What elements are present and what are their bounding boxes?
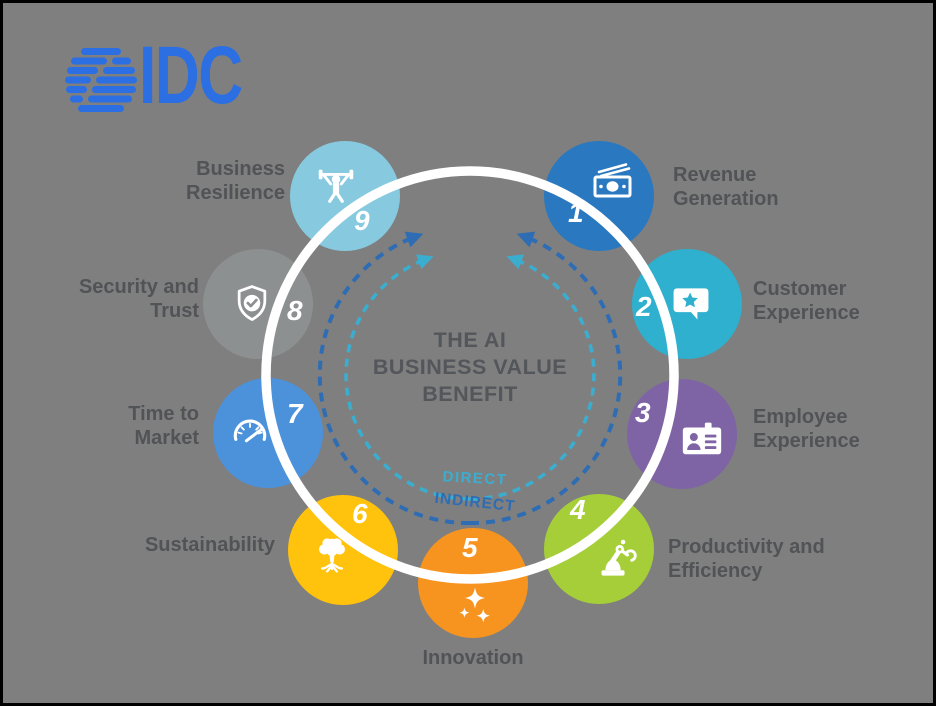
node-revenue-generation: 1 [544, 141, 654, 251]
node-number-8: 8 [287, 295, 303, 326]
sparkles-icon [459, 587, 490, 623]
label-line: Market [134, 427, 199, 449]
shield-check-icon [237, 285, 267, 321]
label-sustainability: Sustainability [115, 533, 275, 557]
node-circle-3: 3 [627, 379, 737, 489]
node-number-9: 9 [354, 205, 370, 236]
node-number-3: 3 [635, 397, 651, 428]
label-revenue-generation: Revenue Generation [673, 163, 853, 211]
idc-globe-icon [65, 48, 137, 112]
node-innovation: 5 [418, 528, 528, 638]
tree-icon [319, 538, 345, 573]
node-time-to-market: 7 [213, 378, 323, 488]
node-business-resilience: 9 [290, 141, 400, 251]
direct-label: DIRECT [442, 468, 508, 489]
node-number-4: 4 [570, 494, 586, 525]
node-productivity-efficiency: 4 [544, 494, 654, 604]
node-circle-5: 5 [418, 528, 528, 638]
label-line: Innovation [422, 647, 524, 669]
node-circle-2: 2 [632, 249, 742, 359]
money-icon [593, 163, 632, 198]
label-employee-experience: Employee Experience [753, 405, 933, 453]
node-circle-9: 9 [290, 141, 400, 251]
label-line: Generation [673, 188, 779, 210]
label-time-to-market: Time to Market [79, 402, 199, 450]
node-number-5: 5 [462, 532, 478, 563]
weightlifter-icon [318, 169, 354, 203]
center-title-line: BENEFIT [422, 382, 518, 406]
label-productivity-efficiency: Productivity and Efficiency [668, 535, 868, 583]
node-employee-experience: 3 [627, 379, 737, 489]
node-number-6: 6 [352, 498, 368, 529]
indirect-label: INDIRECT [433, 489, 517, 516]
label-innovation: Innovation [373, 646, 573, 670]
label-security-trust: Security and Trust [49, 275, 199, 323]
node-circle-6: 6 [288, 495, 398, 605]
node-circle-7: 7 [213, 378, 323, 488]
label-business-resilience: Business Resilience [115, 157, 285, 205]
label-line: Business [196, 158, 285, 180]
node-security-trust: 8 [203, 249, 313, 359]
label-line: Customer [753, 278, 847, 300]
label-line: Employee [753, 406, 848, 428]
id-badge-icon [682, 422, 722, 455]
label-line: Experience [753, 302, 860, 324]
label-line: Security and [78, 276, 199, 298]
idc-logo: IDC [65, 35, 325, 123]
node-circle-1: 1 [544, 141, 654, 251]
label-line: Time to [128, 403, 199, 425]
node-customer-experience: 2 [632, 249, 742, 359]
center-title-line: BUSINESS VALUE [372, 355, 568, 379]
center-title: THE AI BUSINESS VALUE BENEFIT [340, 327, 600, 408]
label-line: Productivity and [668, 536, 825, 558]
node-number-2: 2 [636, 291, 652, 322]
node-number-1: 1 [568, 197, 584, 228]
robot-arm-icon [601, 539, 637, 576]
label-line: Experience [753, 430, 860, 452]
node-number-7: 7 [287, 398, 303, 429]
chat-star-icon [673, 288, 709, 320]
node-sustainability: 6 [288, 495, 398, 605]
speedometer-icon [233, 419, 267, 443]
label-line: Resilience [186, 182, 285, 204]
center-title-line: THE AI [433, 328, 507, 352]
label-line: Efficiency [668, 560, 763, 582]
label-line: Revenue [673, 164, 757, 186]
node-circle-8: 8 [203, 249, 313, 359]
node-circle-4: 4 [544, 494, 654, 604]
idc-logo-text: IDC [139, 30, 243, 121]
label-line: Trust [150, 300, 199, 322]
label-line: Sustainability [144, 534, 275, 556]
label-customer-experience: Customer Experience [753, 277, 933, 325]
